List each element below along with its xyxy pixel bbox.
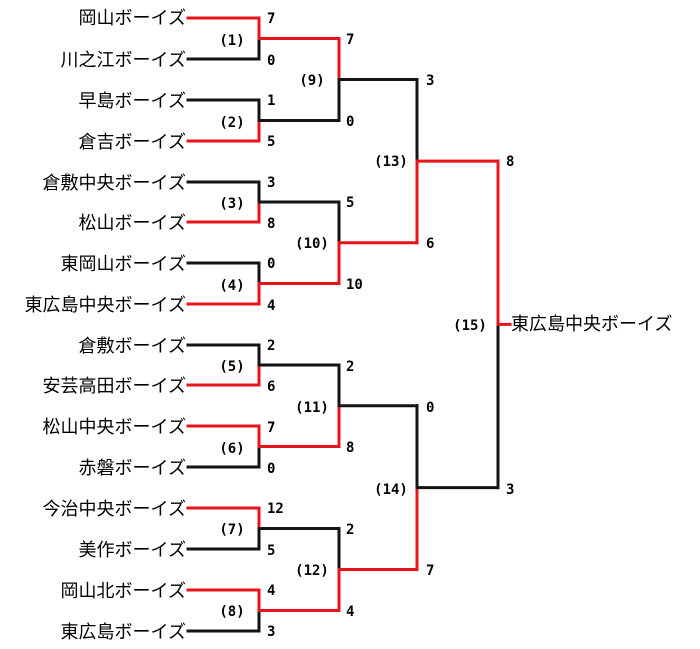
score-2-bottom: 5 [267,134,275,150]
team-hayashima: 早島ボーイズ [79,91,186,112]
score-7-top: 12 [267,501,284,517]
team-kawanoe: 川之江ボーイズ [61,50,186,71]
team-okayama-kita: 岡山北ボーイズ [61,581,186,602]
score-1-bottom: 0 [267,53,275,69]
match-label-5: (5) [219,359,244,375]
score-9-top: 7 [346,32,354,48]
match-label-12: (12) [295,563,329,579]
bracket-lines [186,16,512,633]
match-label-9: (9) [299,73,324,89]
score-6-bottom: 0 [267,461,275,477]
score-15-bottom: 3 [506,482,514,498]
team-higashihiroshima: 東広島ボーイズ [61,622,186,643]
team-kurayoshi: 倉吉ボーイズ [79,132,186,153]
match-label-2: (2) [219,115,244,131]
score-15-top: 8 [506,154,514,170]
score-5-bottom: 6 [267,379,275,395]
score-6-top: 7 [267,420,275,436]
match-label-13: (13) [374,154,408,170]
score-3-top: 3 [267,175,275,191]
team-kurashiki: 倉敷ボーイズ [79,336,186,357]
match-label-15: (15) [453,318,487,334]
score-11-top: 2 [346,359,354,375]
match-label-10: (10) [295,236,329,252]
match-label-11: (11) [295,400,329,416]
score-12-top: 2 [346,522,354,538]
champion-label: 東広島中央ボーイズ [511,314,672,335]
score-11-bottom: 8 [346,440,354,456]
team-kurashiki-chuo: 倉敷中央ボーイズ [43,173,186,194]
score-9-bottom: 0 [346,114,354,130]
score-labels: 7 0 1 5 3 8 0 4 2 6 7 0 12 5 4 3 7 0 5 1… [267,11,514,640]
team-higashi-okayama: 東岡山ボーイズ [61,254,186,275]
score-8-top: 4 [267,583,275,599]
match-label-8: (8) [219,604,244,620]
team-matsuyama: 松山ボーイズ [79,213,186,234]
score-13-top: 3 [426,73,434,89]
score-14-bottom: 7 [426,563,434,579]
score-13-bottom: 6 [426,236,434,252]
score-7-bottom: 5 [267,543,275,559]
match-label-1: (1) [219,33,244,49]
match-label-4: (4) [219,278,244,294]
team-mimasaka: 美作ボーイズ [79,540,186,561]
score-3-bottom: 8 [267,216,275,232]
score-12-bottom: 4 [346,604,354,620]
score-5-top: 2 [267,338,275,354]
match-label-3: (3) [219,196,244,212]
score-4-bottom: 4 [267,298,275,314]
match-label-6: (6) [219,441,244,457]
team-higashihiroshima-chuo: 東広島中央ボーイズ [25,295,186,316]
score-10-top: 5 [346,195,354,211]
match-labels: (1) (2) (3) (4) (5) (6) (7) (8) (9) (10)… [219,33,487,620]
score-2-top: 1 [267,93,275,109]
team-akaiwa: 赤磐ボーイズ [79,458,186,479]
match-label-7: (7) [219,522,244,538]
team-akitakata: 安芸高田ボーイズ [43,376,186,397]
team-okayama: 岡山ボーイズ [79,8,186,29]
score-14-top: 0 [426,400,434,416]
team-imabari-chuo: 今治中央ボーイズ [43,499,186,520]
team-matsuyama-chuo: 松山中央ボーイズ [43,417,186,438]
team-labels: 岡山ボーイズ 川之江ボーイズ 早島ボーイズ 倉吉ボーイズ 倉敷中央ボーイズ 松山… [25,8,186,643]
score-1-top: 7 [267,11,275,27]
match-label-14: (14) [374,482,408,498]
score-4-top: 0 [267,256,275,272]
score-8-bottom: 3 [267,624,275,640]
score-10-bottom: 10 [346,277,363,293]
